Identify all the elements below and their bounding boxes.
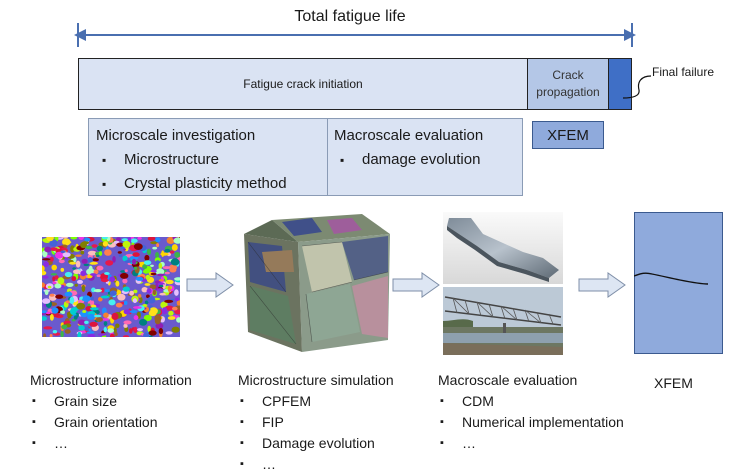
stage-microstructure-simulation: Microstructure simulation CPFEM FIP Dama… — [238, 370, 394, 475]
macroscale-column: Macroscale evaluation damage evolution — [334, 124, 483, 172]
macroscale-item: damage evolution — [334, 148, 483, 172]
stage-microstructure-information: Microstructure information Grain size Gr… — [30, 370, 192, 454]
microscale-heading: Microscale investigation — [96, 124, 287, 148]
final-failure-pointer-icon — [615, 68, 655, 108]
macroscale-heading: Macroscale evaluation — [334, 124, 483, 148]
propagation-segment: Crack propagation — [527, 58, 609, 110]
cube-simulation-image — [242, 212, 392, 354]
microstructure-grain-image — [42, 237, 180, 337]
propagation-label-line2: propagation — [536, 84, 599, 101]
initiation-label: Fatigue crack initiation — [243, 77, 362, 91]
stage-item: Damage evolution — [238, 433, 394, 454]
stage-item: Numerical implementation — [438, 412, 624, 433]
stage-title: Microstructure simulation — [238, 370, 394, 391]
microscale-column: Microscale investigation Microstructure … — [96, 124, 287, 196]
stage-item: … — [238, 454, 394, 475]
flow-arrow-icon — [578, 272, 626, 298]
stage-item: CPFEM — [238, 391, 394, 412]
stage-title: Microstructure information — [30, 370, 192, 391]
investigation-divider — [327, 118, 328, 196]
xfem-box: XFEM — [532, 121, 604, 149]
flow-arrow-icon — [392, 272, 440, 298]
xfem-crack-image — [634, 212, 724, 354]
stage-item: … — [30, 433, 192, 454]
stage-xfem: XFEM — [654, 373, 693, 394]
timeline-double-arrow-icon — [74, 22, 638, 48]
stage-item: Grain size — [30, 391, 192, 412]
microscale-item: Crystal plasticity method — [96, 172, 287, 196]
stage-item: FIP — [238, 412, 394, 433]
bridge-image — [443, 287, 563, 355]
final-failure-label: Final failure — [652, 65, 714, 79]
stage-title: XFEM — [654, 373, 693, 394]
specimen-image — [443, 212, 563, 284]
stage-item: CDM — [438, 391, 624, 412]
stage-macroscale-evaluation: Macroscale evaluation CDM Numerical impl… — [438, 370, 624, 454]
stage-title: Macroscale evaluation — [438, 370, 624, 391]
flow-arrow-icon — [186, 272, 234, 298]
initiation-segment: Fatigue crack initiation — [78, 58, 528, 110]
microscale-item: Microstructure — [96, 148, 287, 172]
stage-item: Grain orientation — [30, 412, 192, 433]
propagation-label-line1: Crack — [536, 67, 599, 84]
stage-item: … — [438, 433, 624, 454]
